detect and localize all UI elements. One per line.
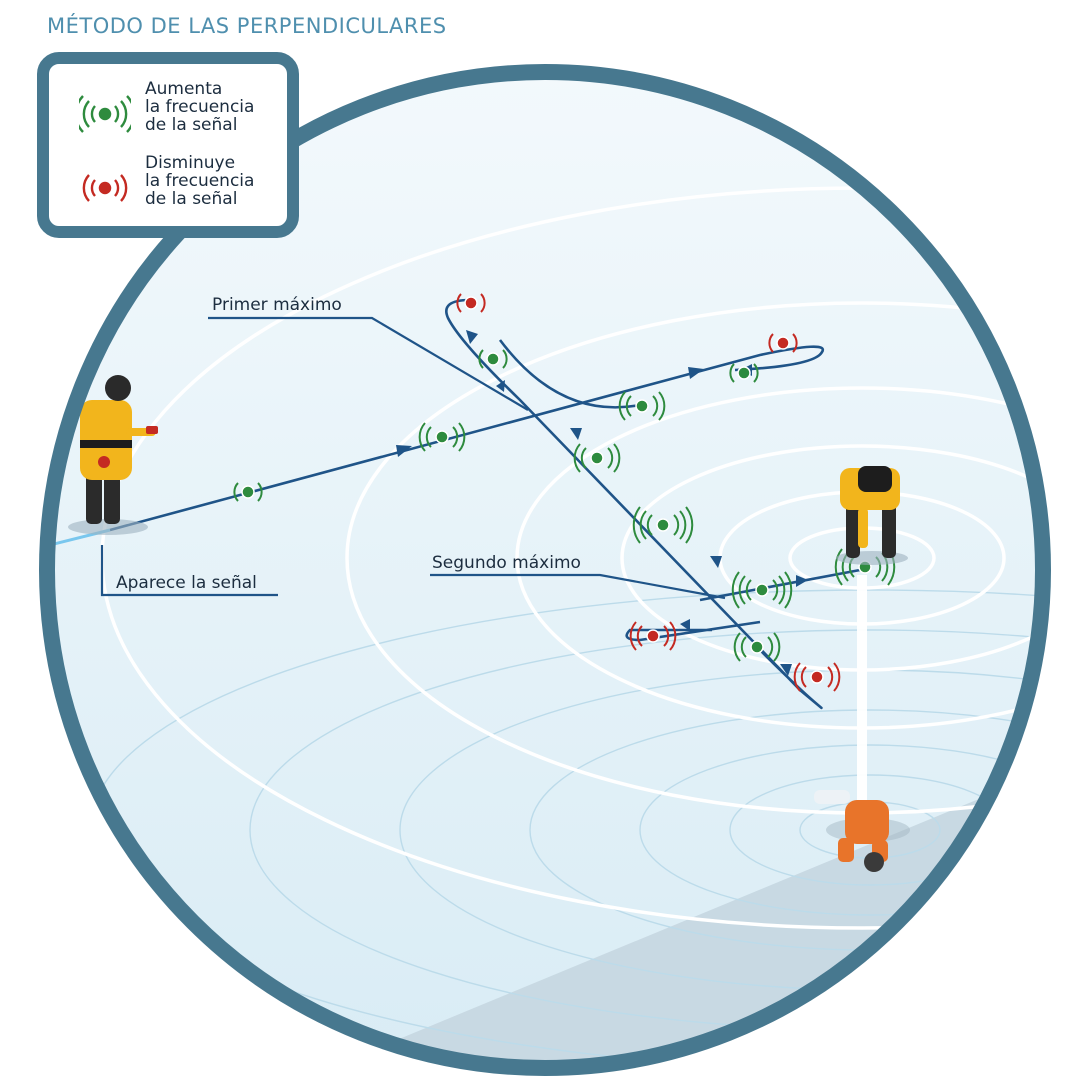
green-signal-marker (729, 363, 759, 383)
green-signal-marker (733, 632, 781, 662)
legend-decrease-line-3: de la señal (145, 189, 238, 209)
legend-increase-text: Aumenta la frecuencia de la señal (145, 80, 295, 134)
red-signal-marker (456, 293, 486, 313)
green-signal-marker (618, 391, 666, 421)
legend-decrease-line-1: Disminuye (145, 153, 236, 173)
legend-item-decrease: Disminuye la frecuencia de la señal (69, 154, 289, 229)
legend-item-increase: Aumenta la frecuencia de la señal (69, 80, 289, 155)
signal-beam (857, 575, 867, 810)
rescuer-probing-figure (836, 466, 908, 565)
label-second-max: Segundo máximo (432, 553, 581, 573)
red-signal-icon (82, 174, 128, 202)
buried-person-figure (814, 790, 910, 872)
green-signal-icon (79, 95, 131, 133)
search-path (109, 298, 861, 710)
legend-box: Aumenta la frecuencia de la señal Dismin… (37, 52, 299, 238)
legend-increase-line-1: Aumenta (145, 79, 223, 99)
callout-lines (100, 316, 726, 600)
legend-decrease-line-2: la frecuencia (145, 171, 255, 191)
green-signal-marker (478, 349, 508, 369)
red-signal-marker (793, 662, 841, 692)
green-signal-marker (573, 443, 621, 473)
label-first-max: Primer máximo (212, 295, 342, 315)
red-signal-marker (629, 621, 677, 651)
scene-frame (39, 64, 1051, 1076)
page-title: MÉTODO DE LAS PERPENDICULARES (47, 14, 447, 38)
green-signal-marker (418, 422, 466, 452)
legend-decrease-text: Disminuye la frecuencia de la señal (145, 154, 295, 208)
green-signal-marker (731, 571, 793, 609)
label-signal-appears: Aparece la señal (116, 573, 257, 593)
legend-increase-line-3: de la señal (145, 115, 238, 135)
legend-increase-line-2: la frecuencia (145, 97, 255, 117)
rescuer-walking-figure (68, 375, 158, 535)
red-signal-marker (768, 333, 798, 353)
green-signal-marker (632, 506, 694, 544)
green-signal-marker (233, 482, 263, 502)
ice-surface (47, 72, 1043, 1068)
signal-markers (233, 293, 896, 692)
